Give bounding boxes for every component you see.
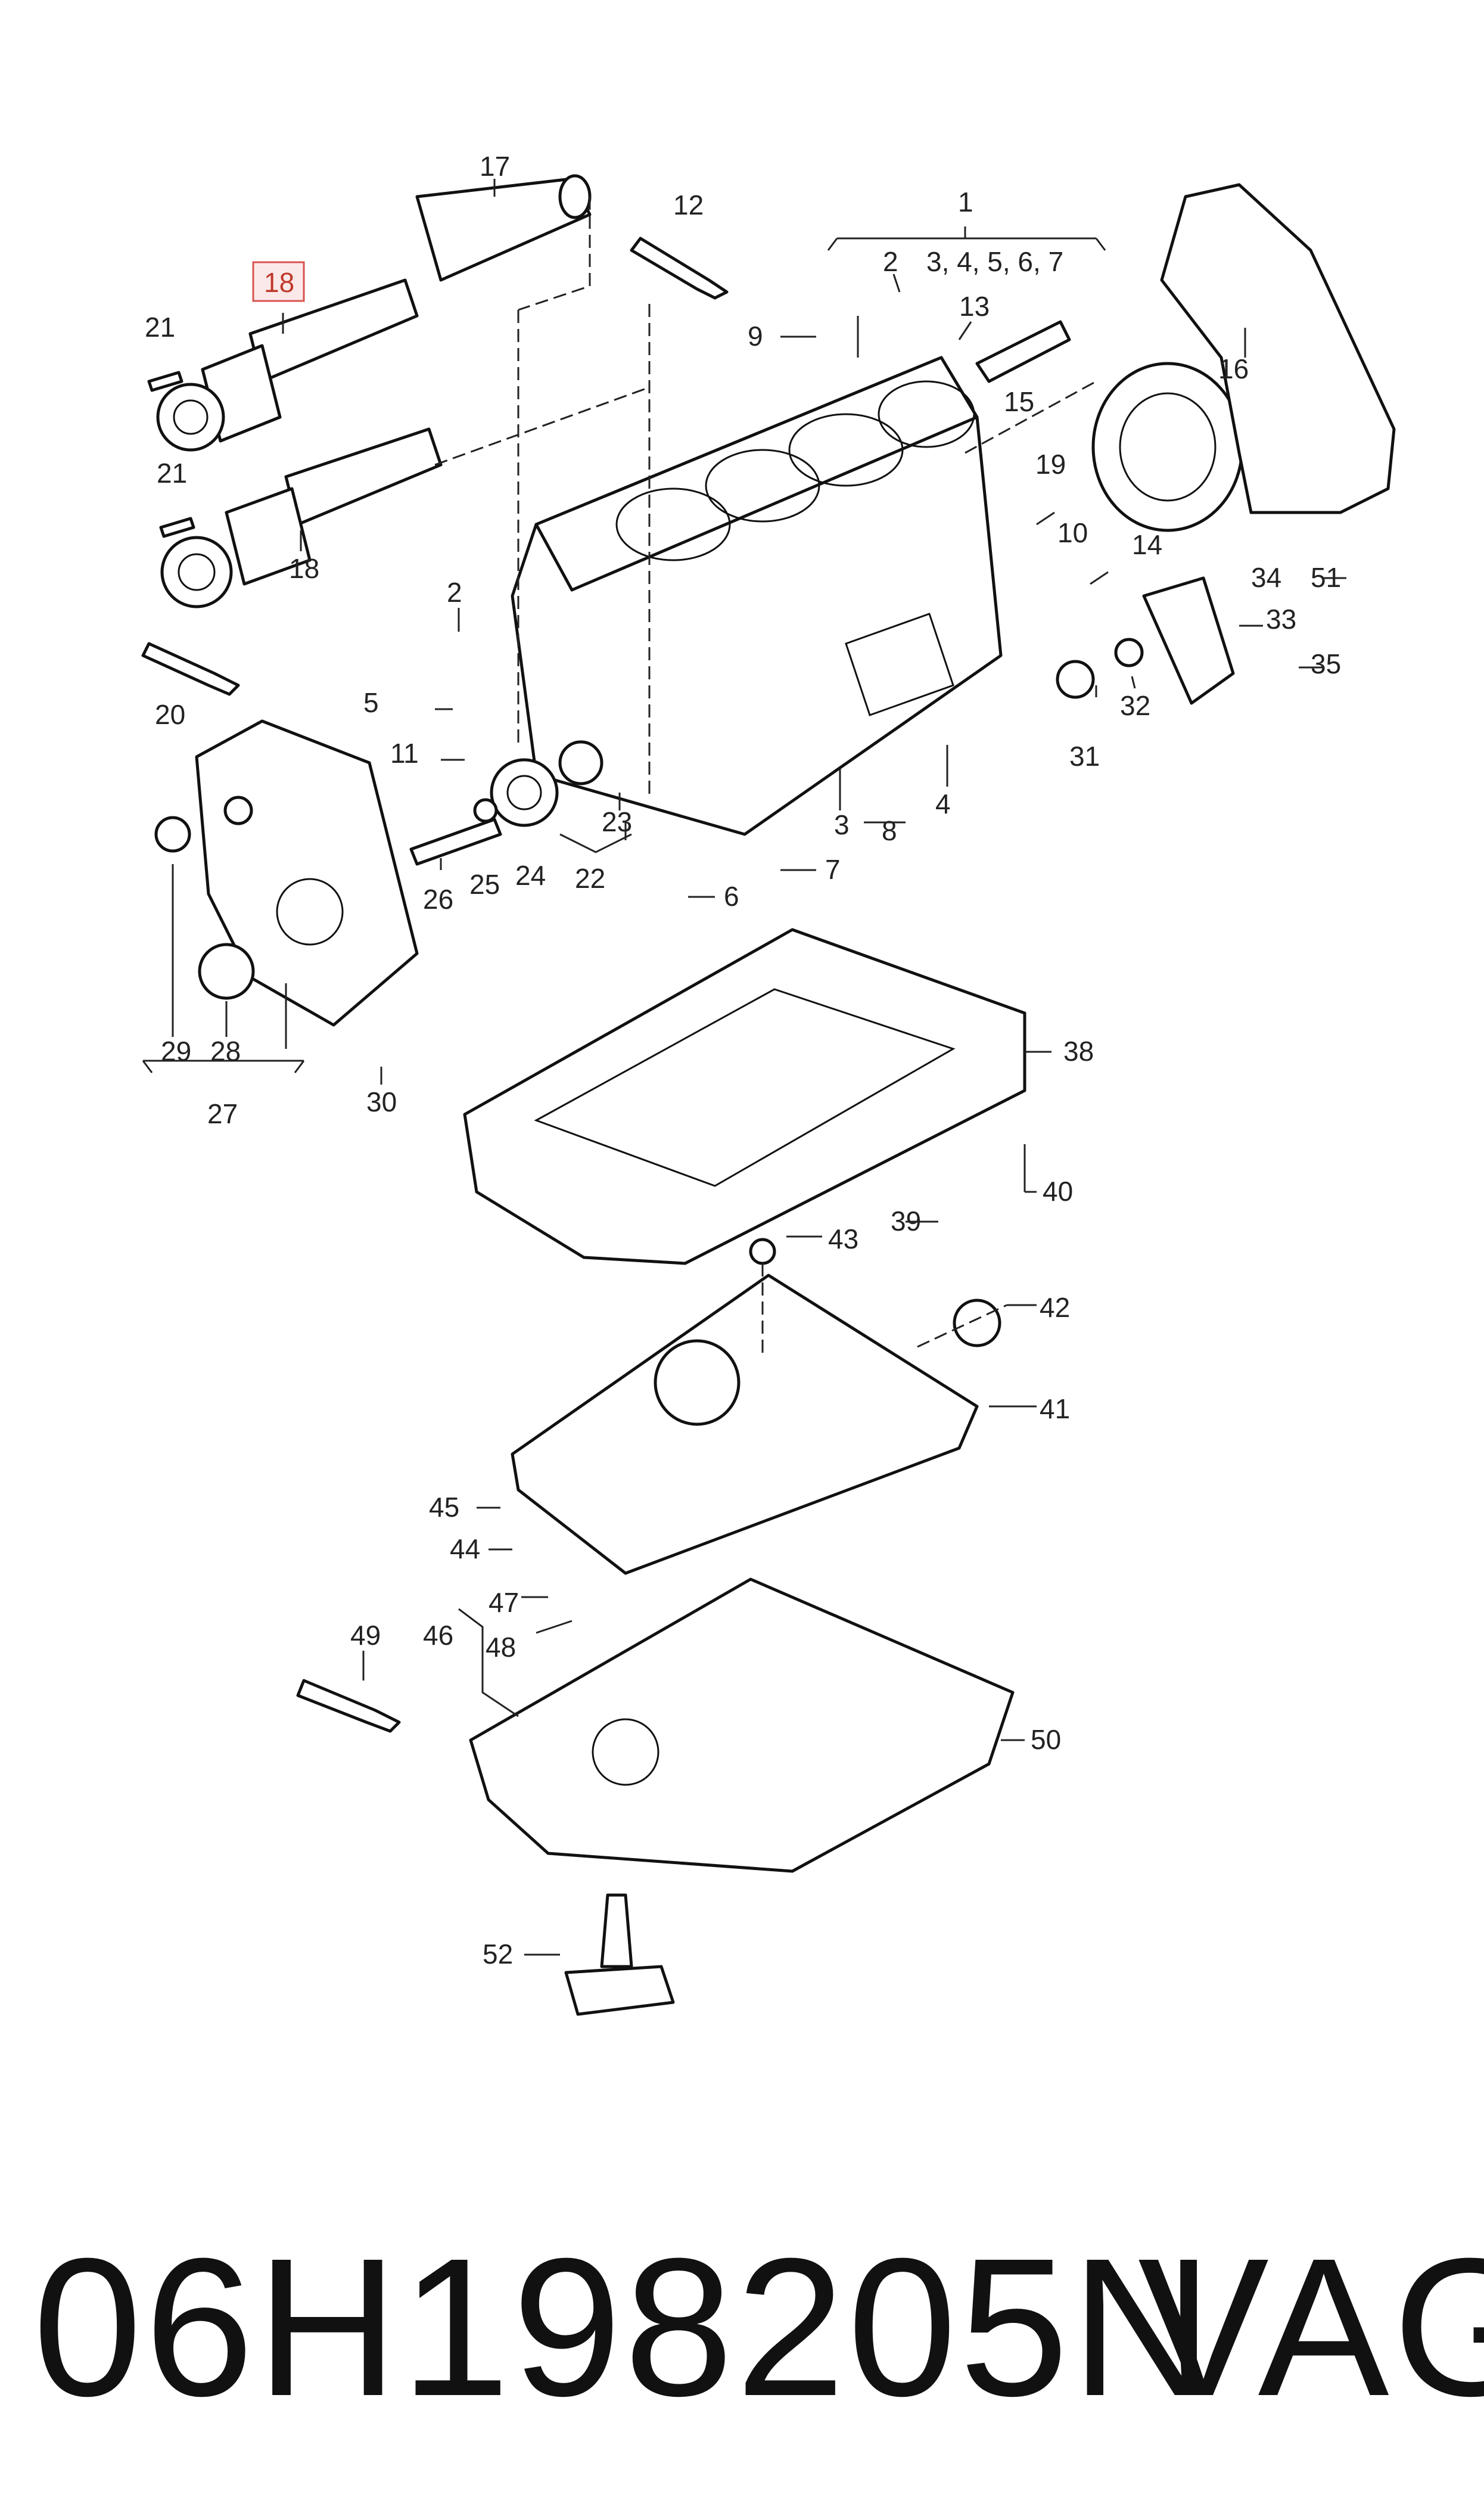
callout-18-highlight: 18 bbox=[264, 267, 294, 298]
callout-1-sub: 3, 4, 5, 6, 7 bbox=[926, 246, 1063, 277]
callout-28: 28 bbox=[210, 1036, 241, 1067]
cylinder-block bbox=[511, 356, 1003, 836]
exploded-parts-diagram: 1 3, 4, 5, 6, 7 2 2 3 4 5 6 7 8 9 10 11 … bbox=[141, 151, 1396, 2016]
oil-level-sensor bbox=[564, 1893, 675, 2016]
callout-38: 38 bbox=[1063, 1036, 1094, 1067]
callout-21a: 21 bbox=[145, 312, 175, 343]
sealant-tube-12 bbox=[630, 237, 729, 300]
callout-14: 14 bbox=[1132, 529, 1162, 560]
callout-34: 34 bbox=[1251, 562, 1281, 593]
callout-30: 30 bbox=[366, 1086, 397, 1117]
balance-shaft-upper bbox=[156, 174, 592, 452]
callout-21b: 21 bbox=[157, 458, 187, 489]
callout-43: 43 bbox=[828, 1223, 858, 1254]
callout-48: 48 bbox=[486, 1632, 516, 1663]
intermediate-plate bbox=[1160, 183, 1396, 514]
callout-2a: 2 bbox=[883, 246, 898, 277]
balance-shaft-lower bbox=[160, 427, 443, 608]
callout-19: 19 bbox=[1035, 449, 1066, 480]
callout-35: 35 bbox=[1311, 648, 1341, 679]
bolts-21 bbox=[147, 371, 195, 538]
callout-15: 15 bbox=[1004, 386, 1034, 417]
callout-31: 31 bbox=[1069, 741, 1100, 772]
callout-25: 25 bbox=[469, 869, 500, 900]
callout-4: 4 bbox=[935, 788, 951, 819]
callout-1: 1 bbox=[958, 187, 973, 218]
callout-29: 29 bbox=[161, 1036, 191, 1067]
sealant-tube-20 bbox=[141, 642, 240, 696]
callout-33: 33 bbox=[1266, 604, 1296, 635]
callout-8: 8 bbox=[882, 815, 897, 846]
callout-40: 40 bbox=[1043, 1176, 1073, 1207]
callout-32: 32 bbox=[1120, 690, 1150, 721]
rear-seal-flange bbox=[1091, 362, 1244, 532]
upper-oil-sump bbox=[463, 928, 1026, 1265]
lower-oil-pan bbox=[469, 1577, 1015, 1873]
callout-17: 17 bbox=[480, 151, 510, 182]
callout-11: 11 bbox=[390, 738, 419, 769]
callout-23: 23 bbox=[602, 806, 632, 837]
baffle-plate bbox=[511, 1238, 1001, 1575]
callout-51: 51 bbox=[1311, 562, 1341, 593]
callout-26: 26 bbox=[423, 884, 453, 915]
callout-22: 22 bbox=[575, 863, 605, 894]
callout-47: 47 bbox=[489, 1587, 519, 1618]
timing-cover bbox=[154, 719, 419, 1027]
callout-39: 39 bbox=[891, 1206, 921, 1237]
callout-5: 5 bbox=[363, 687, 379, 718]
callout-27: 27 bbox=[207, 1098, 238, 1129]
callout-52: 52 bbox=[483, 1939, 513, 1970]
brand-label: VAG bbox=[1138, 2217, 1484, 2437]
callout-50: 50 bbox=[1031, 1724, 1061, 1755]
oil-pump-drive bbox=[1056, 576, 1235, 705]
callout-3: 3 bbox=[834, 809, 850, 840]
sealant-tube-49 bbox=[296, 1679, 401, 1733]
callout-labels: 1 3, 4, 5, 6, 7 2 2 3 4 5 6 7 8 9 10 11 … bbox=[145, 151, 1341, 1970]
callout-44: 44 bbox=[450, 1533, 480, 1564]
callout-12: 12 bbox=[673, 190, 704, 220]
callout-42: 42 bbox=[1040, 1292, 1070, 1323]
sealant-tube-15 bbox=[975, 320, 1071, 383]
callout-45: 45 bbox=[429, 1492, 459, 1523]
callout-10: 10 bbox=[1057, 517, 1088, 548]
dashed-guides bbox=[434, 197, 1097, 1359]
callout-6: 6 bbox=[724, 881, 739, 912]
callout-2b: 2 bbox=[447, 577, 462, 608]
gear-assembly bbox=[409, 740, 603, 866]
callout-49: 49 bbox=[350, 1620, 381, 1651]
leader-lines bbox=[142, 179, 1346, 1956]
callout-16: 16 bbox=[1218, 353, 1249, 384]
callout-13: 13 bbox=[959, 291, 990, 322]
callout-46: 46 bbox=[423, 1620, 453, 1651]
callout-18: 18 bbox=[289, 553, 319, 584]
highlight-box-18 bbox=[252, 261, 305, 302]
callout-9: 9 bbox=[748, 321, 763, 352]
part-number: 06H198205N bbox=[33, 2217, 1215, 2437]
callout-20: 20 bbox=[155, 699, 185, 730]
callout-24: 24 bbox=[515, 860, 546, 891]
callout-7: 7 bbox=[825, 854, 841, 885]
callout-41: 41 bbox=[1040, 1393, 1070, 1424]
